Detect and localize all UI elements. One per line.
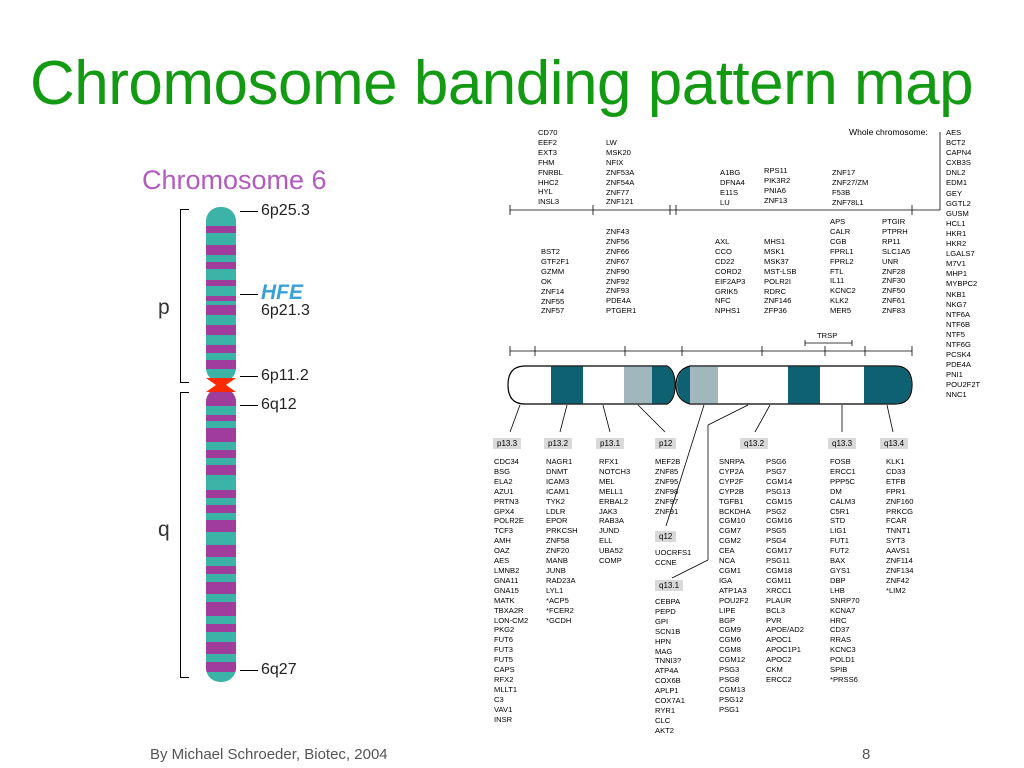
label-6q27: 6q27 bbox=[261, 661, 297, 678]
top-gene-group-1: CD70 EEF2 EXT3 FHM FNRBL HHC2 HYL INSL3 bbox=[538, 128, 563, 207]
label-6q12: 6q12 bbox=[261, 396, 297, 413]
q-arm-label: q bbox=[158, 518, 170, 541]
tick-6q27 bbox=[240, 670, 258, 671]
band-genes-p12: MEF2B ZNF85 ZNF95 ZNF98 ZNF97 ZNF91 bbox=[655, 457, 681, 516]
top-gene-group-2: LW MSK20 NFIX ZNF53A ZNF54A ZNF77 ZNF121 bbox=[606, 138, 635, 207]
whole-chromosome-label: Whole chromosome: bbox=[849, 127, 928, 137]
trsp-label: TRSP bbox=[817, 331, 838, 340]
whole-chromosome-gene-list: AES BCT2 CAPN4 CXB3S DNL2 EDM1 GEY GGTL2… bbox=[946, 128, 981, 400]
band-box-p13-1: p13.1 bbox=[596, 438, 625, 449]
dark-band bbox=[206, 662, 236, 672]
band-genes-q13-2-col2: PSG6 PSG7 CGM14 PSG13 CGM15 PSG2 CGM16 P… bbox=[766, 457, 804, 684]
band-genes-q12: UOCRFS1 CCNE bbox=[655, 548, 692, 567]
band-box-p13-2: p13.2 bbox=[544, 438, 573, 449]
tick-hfe bbox=[240, 294, 258, 295]
band-genes-p13-2: NAGR1 DNMT ICAM3 ICAM1 TYK2 LDLR EPOR PR… bbox=[546, 457, 578, 625]
dark-band bbox=[206, 624, 236, 632]
p-arm-bracket bbox=[180, 209, 189, 383]
label-6p11-2: 6p11.2 bbox=[261, 367, 309, 384]
dark-band bbox=[206, 582, 236, 594]
band-box-p13-3: p13.3 bbox=[493, 438, 522, 449]
dark-band bbox=[206, 545, 236, 557]
mid-gene-group-1: BST2 GTF2F1 GZMM OK ZNF14 ZNF55 ZNF57 bbox=[541, 247, 570, 316]
arm-background bbox=[206, 388, 236, 682]
top-gene-group-3: A1BG DFNA4 E11S LU bbox=[720, 168, 745, 207]
top-gene-group-5: ZNF17 ZNF27/ZM F53B ZNF78L1 bbox=[832, 168, 869, 207]
dark-band bbox=[206, 505, 236, 513]
dark-band bbox=[206, 415, 236, 421]
slide-footer: By Michael Schroeder, Biotec, 2004 bbox=[150, 746, 388, 763]
mid-gene-group-5: APS CALR CGB FPRL1 FPRL2 FTL IL11 KCNC2 … bbox=[830, 217, 856, 316]
band-genes-q13-1: CEBPA PEPD GPI SCN1B HPN MAG TNNI3? ATP4… bbox=[655, 597, 685, 735]
dark-band bbox=[206, 490, 236, 498]
mid-gene-group-6: PTGIR PTPRH RP11 SLC1A5 UNR ZNF28 ZNF30 … bbox=[882, 217, 911, 316]
p-arm-label: p bbox=[158, 296, 170, 319]
band-genes-q13-3: FOSB ERCC1 PPP5C DM CALM3 C5R1 STD LIG1 … bbox=[830, 457, 860, 684]
mid-gene-group-2: ZNF43 ZNF56 ZNF66 ZNF67 ZNF90 ZNF92 ZNF9… bbox=[606, 227, 637, 316]
dark-band bbox=[206, 226, 236, 233]
band-box-p12: p12 bbox=[655, 438, 677, 449]
dark-band bbox=[206, 345, 236, 353]
label-6p21-3: 6p21.3 bbox=[261, 302, 310, 319]
q-arm bbox=[206, 388, 236, 682]
page-number: 8 bbox=[862, 746, 871, 763]
label-6p25-3: 6p25.3 bbox=[261, 202, 310, 219]
p-arm bbox=[206, 207, 236, 382]
dark-band bbox=[206, 428, 236, 442]
dark-band bbox=[206, 566, 236, 574]
band-genes-p13-3: CDC34 BSG ELA2 AZU1 PRTN3 GPX4 POLR2E TC… bbox=[494, 457, 529, 724]
band-box-q13-2: q13.2 bbox=[740, 438, 769, 449]
dark-band bbox=[206, 245, 236, 255]
dark-band bbox=[206, 450, 236, 458]
arm-background bbox=[206, 207, 236, 382]
band-genes-q13-2: SNRPA CYP2A CYP2F CYP2B TGFB1 BCKDHA CGM… bbox=[719, 457, 751, 714]
band-box-q13-4: q13.4 bbox=[880, 438, 909, 449]
dark-band bbox=[206, 262, 236, 269]
label-hfe: HFE bbox=[261, 281, 303, 304]
band-box-q12: q12 bbox=[655, 531, 677, 542]
dark-band bbox=[206, 465, 236, 475]
dark-band bbox=[206, 325, 236, 335]
dark-band bbox=[206, 520, 236, 532]
mid-gene-group-4: MHS1 MSK1 MSK37 MST-LSB POLR2I RDRC ZNF1… bbox=[764, 237, 797, 316]
slide-title: Chromosome banding pattern map bbox=[30, 49, 974, 118]
band-genes-q13-4: KLK1 CD33 ETFB FPR1 ZNF160 PRKCG FCAR TN… bbox=[886, 457, 914, 595]
dark-band bbox=[206, 388, 236, 406]
q-arm-bracket bbox=[180, 392, 189, 678]
dark-band bbox=[206, 305, 236, 315]
dark-band bbox=[206, 602, 236, 616]
chromosome-19-body bbox=[507, 365, 913, 405]
top-gene-group-4: RPS11 PIK3R2 PNIA6 ZNF13 bbox=[764, 166, 791, 205]
band-genes-p13-1: RFX1 NOTCH3 MEL MELL1 ERBAL2 JAK3 RAB3A … bbox=[599, 457, 631, 566]
dark-band bbox=[206, 280, 236, 286]
band-box-q13-3: q13.3 bbox=[828, 438, 857, 449]
band-box-q13-1: q13.1 bbox=[655, 580, 684, 591]
dark-band bbox=[206, 360, 236, 369]
chromosome-6-heading: Chromosome 6 bbox=[142, 165, 327, 195]
dark-band bbox=[206, 642, 236, 654]
tick-6q12 bbox=[240, 405, 258, 406]
dark-band bbox=[206, 296, 236, 301]
tick-6p25-3 bbox=[240, 211, 258, 212]
centromere bbox=[206, 378, 236, 392]
mid-gene-group-3: AXL CCO CD22 CORD2 EIF2AP3 GRIK5 NFC NPH… bbox=[715, 237, 746, 316]
tick-6p11-2 bbox=[240, 376, 258, 377]
